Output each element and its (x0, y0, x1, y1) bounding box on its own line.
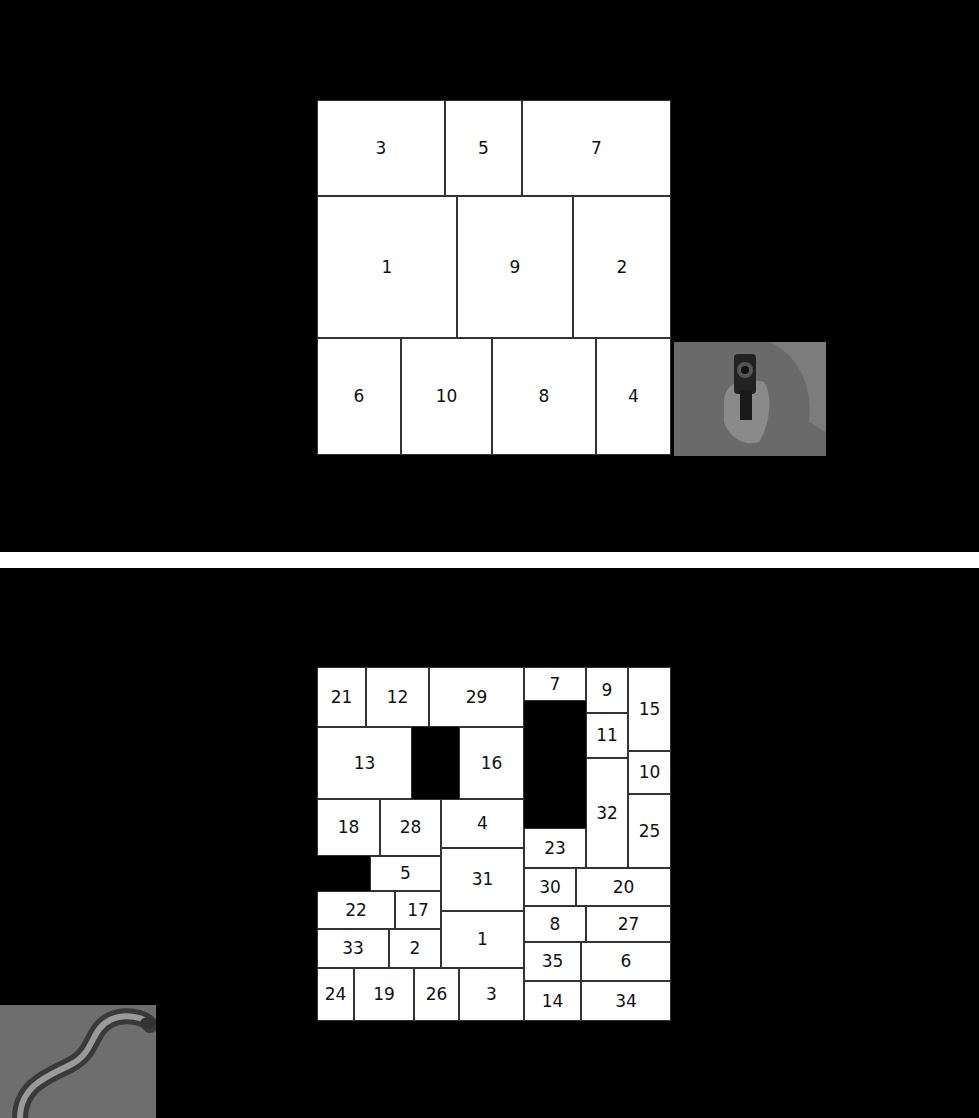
numbered-panel: 34 (581, 981, 671, 1021)
panel-number: 23 (544, 840, 566, 857)
numbered-panel: 2 (389, 929, 441, 968)
numbered-panel: 7 (522, 100, 671, 196)
numbered-panel: 30 (524, 868, 576, 906)
numbered-panel: 31 (441, 848, 524, 911)
empty-slot (412, 727, 459, 799)
panel-number: 9 (602, 682, 613, 699)
panel-number: 11 (596, 727, 618, 744)
panel-number: 1 (382, 259, 393, 276)
numbered-panel: 25 (628, 794, 671, 868)
numbered-panel: 9 (457, 196, 573, 338)
panel-number: 28 (400, 819, 422, 836)
empty-slot (524, 701, 586, 828)
panel-number: 9 (510, 259, 521, 276)
panel-number: 4 (477, 815, 488, 832)
panel-number: 22 (345, 902, 367, 919)
numbered-panel: 6 (317, 338, 401, 455)
panel-number: 3 (486, 986, 497, 1003)
panel-number: 15 (639, 701, 661, 718)
panel-number: 24 (325, 986, 347, 1003)
panel-number: 10 (436, 388, 458, 405)
numbered-panel: 20 (576, 868, 671, 906)
numbered-panel: 4 (596, 338, 671, 455)
panel-number: 25 (639, 823, 661, 840)
numbered-panel: 27 (586, 906, 671, 942)
numbered-panel: 4 (441, 799, 524, 848)
numbered-panel: 13 (317, 727, 412, 799)
numbered-panel: 35 (524, 942, 581, 981)
numbered-panel: 26 (414, 968, 459, 1021)
empty-slot (317, 856, 370, 891)
numbered-panel: 18 (317, 799, 380, 856)
panel-number: 19 (373, 986, 395, 1003)
panel-number: 5 (400, 865, 411, 882)
handgun-photo (674, 342, 826, 456)
numbered-panel: 5 (445, 100, 522, 196)
panel-number: 7 (591, 140, 602, 157)
numbered-panel: 3 (317, 100, 445, 196)
numbered-panel: 3 (459, 968, 524, 1021)
numbered-panel: 9 (586, 667, 628, 713)
numbered-panel: 8 (524, 906, 586, 942)
panel-number: 29 (466, 689, 488, 706)
panel-number: 2 (617, 259, 628, 276)
panel-number: 32 (596, 805, 618, 822)
panel-number: 31 (472, 871, 494, 888)
panel-number: 7 (550, 676, 561, 693)
panel-number: 14 (542, 993, 564, 1010)
numbered-panel: 12 (366, 667, 429, 727)
panel-number: 34 (615, 993, 637, 1010)
panel-number: 21 (331, 689, 353, 706)
numbered-panel: 24 (317, 968, 354, 1021)
numbered-panel: 6 (581, 942, 671, 981)
numbered-panel: 2 (573, 196, 671, 338)
panel-number: 2 (410, 940, 421, 957)
panel-divider (0, 552, 979, 568)
panel-number: 18 (338, 819, 360, 836)
panel-number: 16 (481, 755, 503, 772)
numbered-panel: 11 (586, 713, 628, 758)
numbered-panel: 33 (317, 929, 389, 968)
numbered-panel: 10 (628, 751, 671, 794)
panel-number: 20 (613, 879, 635, 896)
numbered-panel: 16 (459, 727, 524, 799)
numbered-panel: 19 (354, 968, 414, 1021)
panel-number: 6 (354, 388, 365, 405)
panel-number: 30 (539, 879, 561, 896)
numbered-panel: 10 (401, 338, 492, 455)
numbered-panel: 5 (370, 856, 441, 891)
panel-number: 10 (639, 764, 661, 781)
panel-number: 3 (376, 140, 387, 157)
panel-number: 17 (407, 902, 429, 919)
panel-number: 8 (539, 388, 550, 405)
numbered-panel: 8 (492, 338, 596, 455)
panel-number: 33 (342, 940, 364, 957)
panel-number: 4 (628, 388, 639, 405)
panel-number: 8 (550, 916, 561, 933)
numbered-panel: 17 (395, 891, 441, 929)
numbered-panel: 23 (524, 828, 586, 868)
panel-number: 27 (618, 916, 640, 933)
numbered-panel: 1 (317, 196, 457, 338)
numbered-panel: 21 (317, 667, 366, 727)
snake-photo (0, 1005, 156, 1118)
panel-number: 1 (477, 931, 488, 948)
numbered-panel: 28 (380, 799, 441, 856)
numbered-panel: 22 (317, 891, 395, 929)
numbered-panel: 14 (524, 981, 581, 1021)
numbered-panel: 1 (441, 911, 524, 968)
numbered-panel: 29 (429, 667, 524, 727)
numbered-panel: 15 (628, 667, 671, 751)
panel-number: 26 (426, 986, 448, 1003)
panel-number: 5 (478, 140, 489, 157)
numbered-panel: 32 (586, 758, 628, 868)
panel-number: 35 (542, 953, 564, 970)
panel-number: 12 (387, 689, 409, 706)
panel-number: 6 (621, 953, 632, 970)
numbered-panel: 7 (524, 667, 586, 701)
panel-number: 13 (354, 755, 376, 772)
